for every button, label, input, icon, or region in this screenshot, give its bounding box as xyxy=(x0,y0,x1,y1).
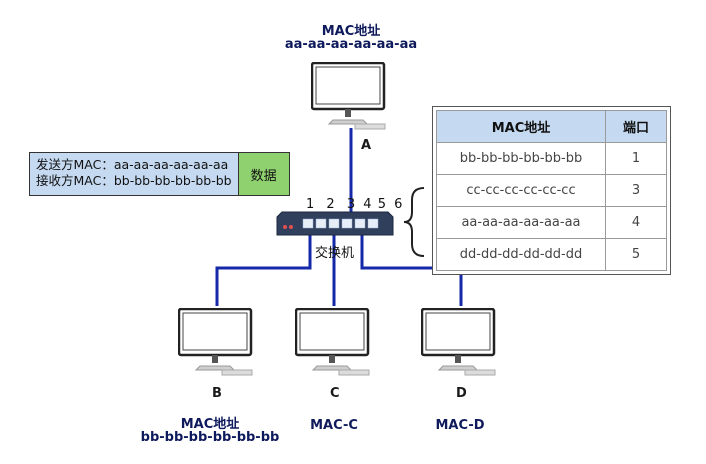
host-a-mac-title: MAC地址 xyxy=(321,24,381,39)
computer-a-icon xyxy=(311,62,386,130)
ethernet-frame: 发送方MAC：aa-aa-aa-aa-aa-aa 接收方MAC：bb-bb-bb… xyxy=(29,152,290,196)
table-cell-port: 3 xyxy=(605,174,667,207)
table-cell-port: 5 xyxy=(605,238,667,271)
table-cell-mac: bb-bb-bb-bb-bb-bb xyxy=(436,142,606,175)
table-row: cc-cc-cc-cc-cc-cc 3 xyxy=(436,174,667,207)
table-cell-port: 1 xyxy=(605,142,667,175)
table-header-port: 端口 xyxy=(605,110,667,143)
frame-receiver-mac: 接收方MAC：bb-bb-bb-bb-bb-bb xyxy=(36,173,232,188)
port-number: 4 xyxy=(363,197,372,212)
table-header-mac: MAC地址 xyxy=(436,110,606,143)
table-brace xyxy=(403,187,425,257)
port-number: 1 xyxy=(306,197,315,212)
switch-label: 交换机 xyxy=(315,246,355,261)
frame-address-fields: 发送方MAC：aa-aa-aa-aa-aa-aa 接收方MAC：bb-bb-bb… xyxy=(30,153,238,195)
host-d-letter: D xyxy=(456,386,467,401)
computer-b-icon xyxy=(178,308,253,376)
host-a-letter: A xyxy=(361,138,372,153)
table-row: dd-dd-dd-dd-dd-dd 5 xyxy=(436,238,667,271)
port-number: 3 xyxy=(346,197,356,212)
port-number: 2 xyxy=(326,197,335,212)
table-cell-mac: cc-cc-cc-cc-cc-cc xyxy=(436,174,606,207)
link-b xyxy=(215,234,312,306)
switch-port-numbers: 1 2 3 4 5 6 xyxy=(306,197,402,212)
port-number: 6 xyxy=(394,197,403,212)
host-a-mac-value: aa-aa-aa-aa-aa-aa xyxy=(284,37,418,52)
computer-c-icon xyxy=(295,308,370,376)
host-b-mac-title: MAC地址 xyxy=(180,417,240,432)
host-c-mac-value: MAC-C xyxy=(310,418,358,433)
table-cell-mac: dd-dd-dd-dd-dd-dd xyxy=(436,238,606,271)
table-cell-mac: aa-aa-aa-aa-aa-aa xyxy=(436,206,606,239)
table-row: bb-bb-bb-bb-bb-bb 1 xyxy=(436,142,667,175)
link-d xyxy=(360,234,463,306)
host-c-letter: C xyxy=(330,386,340,401)
port-number: 5 xyxy=(377,197,386,212)
computer-d-icon xyxy=(421,308,496,376)
frame-payload: 数据 xyxy=(237,153,289,195)
switch-icon xyxy=(276,211,394,236)
frame-sender-mac: 发送方MAC：aa-aa-aa-aa-aa-aa xyxy=(36,157,229,172)
table-cell-port: 4 xyxy=(605,206,667,239)
table-row: aa-aa-aa-aa-aa-aa 4 xyxy=(436,206,667,239)
host-b-mac-value: bb-bb-bb-bb-bb-bb xyxy=(140,430,280,445)
host-d-mac-value: MAC-D xyxy=(435,418,485,433)
host-b-letter: B xyxy=(212,386,222,401)
mac-address-table: MAC地址 端口 bb-bb-bb-bb-bb-bb 1 cc-cc-cc-cc… xyxy=(432,106,671,275)
